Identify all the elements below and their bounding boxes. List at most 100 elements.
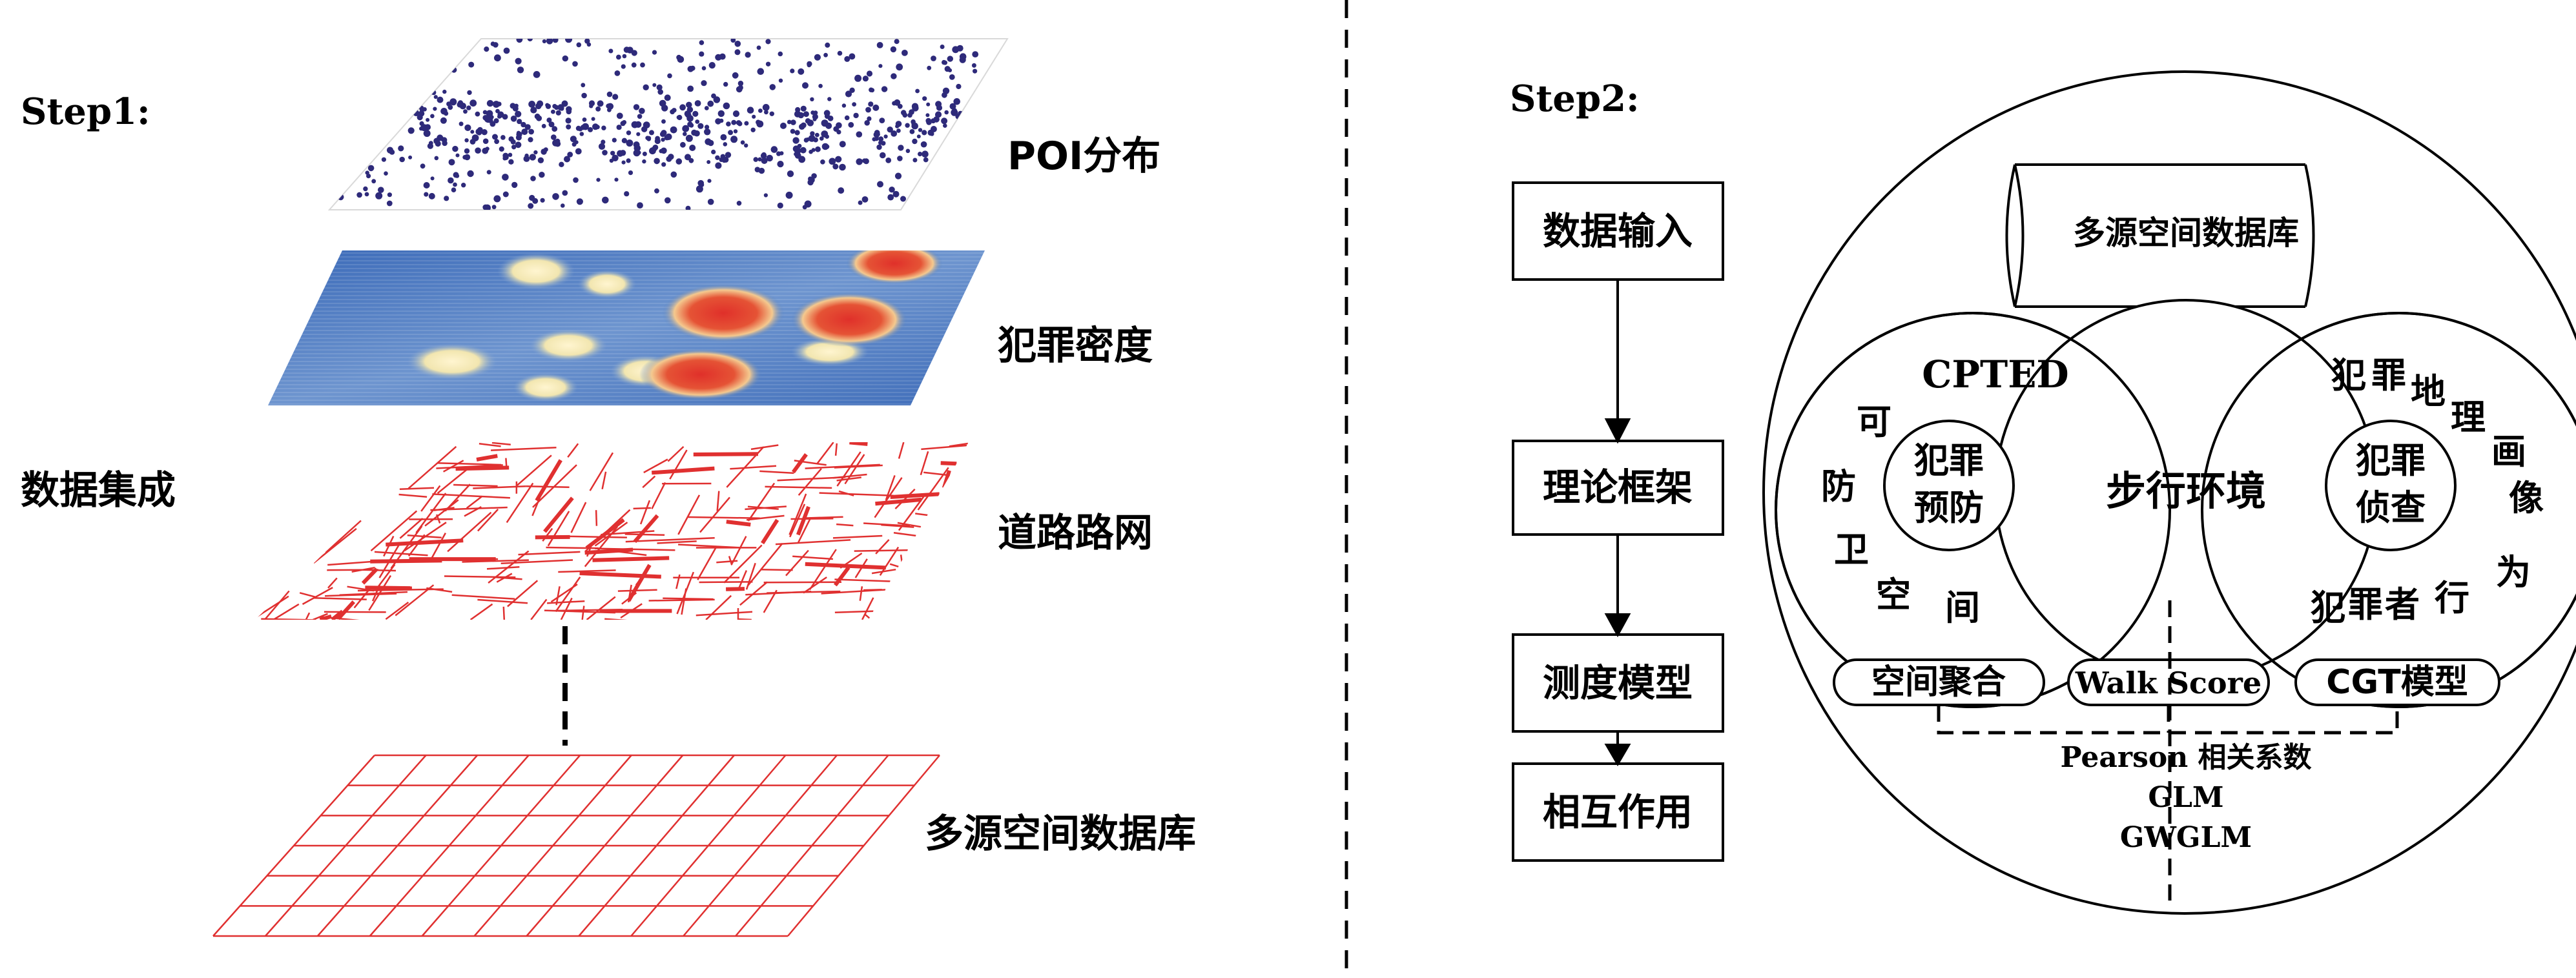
poi-dot [626, 130, 632, 136]
road-segment [669, 449, 688, 480]
poi-dot [407, 127, 415, 134]
poi-dot [475, 111, 480, 117]
road-segment [900, 555, 904, 572]
road-segment [562, 535, 627, 538]
poi-dot [628, 170, 634, 176]
poi-dot [652, 50, 657, 55]
poi-dot [680, 141, 686, 148]
road-segment [881, 524, 914, 528]
poi-dot [943, 60, 947, 65]
road-segment [325, 520, 362, 554]
poi-dot [469, 139, 476, 145]
poi-dot [631, 62, 637, 68]
poi-dot [699, 40, 705, 45]
poi-dot [799, 123, 805, 130]
poi-dot [835, 156, 842, 163]
poi-dot [720, 134, 727, 141]
poi-dot [797, 143, 802, 148]
poi-dot [900, 196, 906, 202]
road-segment [920, 451, 929, 476]
poi-dot [825, 42, 830, 48]
poi-dot [941, 117, 948, 125]
poi-dot [912, 158, 918, 163]
poi-dot [770, 146, 778, 153]
poi-dot [485, 147, 489, 151]
poi-dot [699, 51, 705, 57]
offender-arc-char-2: 罪 [2348, 584, 2383, 625]
poi-dot [734, 49, 741, 56]
road-segment [747, 482, 776, 522]
poi-dot [701, 66, 706, 70]
poi-dot [636, 132, 641, 136]
poi-dot [527, 39, 533, 42]
road-segment [763, 581, 842, 584]
road-segment [898, 442, 905, 459]
poi-dot [493, 118, 499, 124]
poi-dot [912, 105, 919, 112]
poi-dot [778, 78, 783, 83]
poi-dot [844, 115, 850, 121]
road-segment [560, 597, 573, 620]
poi-dot [399, 156, 405, 163]
poi-dot [849, 53, 856, 60]
poi-dot [413, 110, 420, 117]
road-segment [365, 586, 412, 591]
poi-dot [482, 204, 489, 210]
poi-dot [596, 178, 601, 182]
poi-dot [715, 54, 722, 61]
poi-dot [386, 200, 393, 207]
road-segment [376, 564, 396, 589]
poi-dot [562, 190, 568, 196]
poi-dot [508, 152, 513, 158]
road-segment [875, 497, 922, 506]
stats-gwglm: GWGLM [2120, 821, 2252, 854]
poi-dot [564, 156, 570, 163]
road-segment [832, 535, 883, 539]
poi-dot [602, 196, 609, 204]
poi-dot [878, 136, 884, 142]
road-segment [731, 536, 747, 564]
poi-dot [633, 104, 640, 110]
poi-dot [707, 179, 712, 183]
poi-dot [891, 73, 897, 79]
poi-dot [935, 111, 942, 118]
poi-dot [790, 68, 795, 74]
poi-dot [566, 108, 572, 115]
poi-dot [737, 85, 743, 90]
poi-dot [581, 83, 586, 88]
poi-dot [925, 113, 930, 117]
poi-dot [667, 73, 672, 79]
road-segment [626, 564, 652, 602]
poi-dot [515, 141, 522, 148]
poi-dot [631, 50, 637, 56]
poi-dot [530, 107, 537, 114]
road-segment [747, 543, 783, 586]
poi-dot [661, 138, 665, 142]
road-segment [730, 465, 777, 470]
flow-box-theory [1512, 440, 1724, 536]
road-segment [535, 459, 562, 502]
road-segment [255, 595, 289, 620]
poi-dot [874, 137, 879, 141]
road-segment [595, 510, 598, 526]
road-segment [436, 464, 503, 469]
poi-dot [554, 141, 561, 147]
poi-dot [839, 141, 846, 148]
poi-dot [728, 130, 734, 136]
road-segment [314, 597, 367, 600]
crime-investigation-line1: 犯罪 [2356, 440, 2426, 481]
poi-dot [529, 154, 536, 161]
walk-environment-label: 步行环境 [2106, 467, 2266, 514]
poi-dot [455, 174, 460, 178]
road-segment [368, 575, 392, 611]
geo-arc-char-3: 地 [2411, 371, 2446, 412]
poi-dot [878, 64, 883, 68]
poi-dot [856, 131, 863, 138]
poi-dot [811, 148, 816, 152]
poi-dot [582, 117, 587, 122]
poi-dot [790, 128, 796, 134]
method-label-spatial-aggregation: 空间聚合 [1871, 663, 2006, 702]
poi-dot [777, 202, 783, 209]
poi-dot [844, 56, 850, 62]
road-segment [890, 492, 940, 499]
